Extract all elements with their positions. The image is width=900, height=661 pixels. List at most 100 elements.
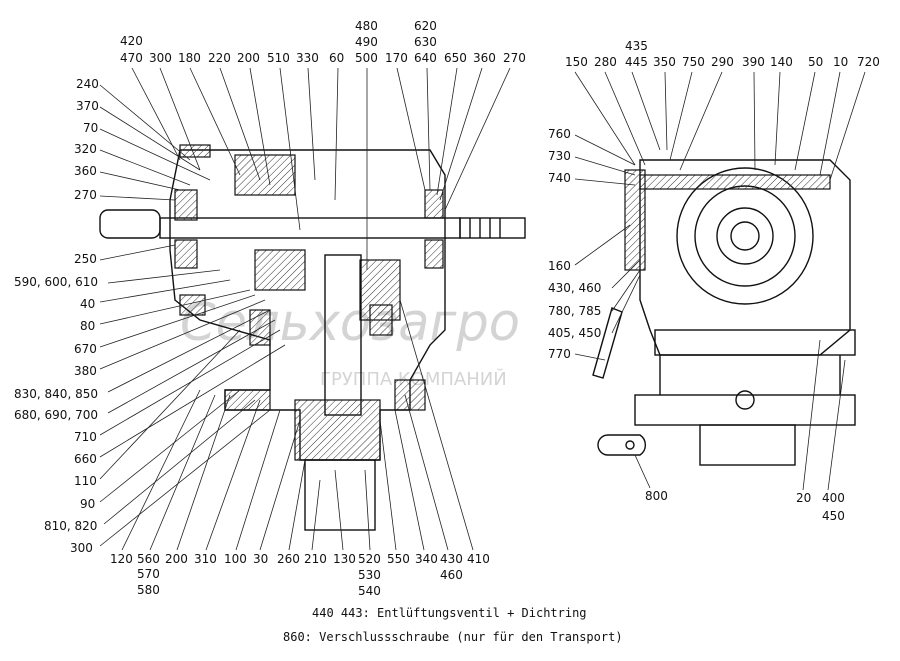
leader-line: [774, 71, 781, 166]
part-label: 810, 820: [44, 519, 97, 533]
part-label: 540: [358, 584, 381, 598]
part-label: 210: [304, 552, 327, 566]
part-label: 730: [548, 149, 571, 163]
leader-line: [611, 259, 641, 289]
gearbox-side-view: [592, 159, 856, 466]
part-label: 770: [548, 347, 571, 361]
leader-line: [604, 71, 646, 166]
leader-lines: [99, 67, 866, 551]
part-label: 510: [267, 51, 290, 65]
part-label: 40: [80, 297, 95, 311]
leader-line: [664, 71, 668, 151]
leader-line: [574, 224, 631, 266]
part-label: 520: [358, 552, 381, 566]
part-label: 250: [74, 252, 97, 266]
part-label: 200: [165, 552, 188, 566]
part-label: 560: [137, 552, 160, 566]
part-label: 620: [414, 19, 437, 33]
part-label: 120: [110, 552, 133, 566]
part-label: 400: [822, 491, 845, 505]
leader-line: [753, 71, 756, 171]
leader-line: [334, 67, 339, 201]
part-label: 630: [414, 35, 437, 49]
part-label: 60: [329, 51, 344, 65]
leader-line: [307, 67, 316, 181]
part-label: 650: [444, 51, 467, 65]
leader-line: [99, 329, 281, 436]
part-label: 480: [355, 19, 378, 33]
leader-line: [574, 134, 636, 166]
leader-line: [334, 469, 344, 551]
part-label: 445: [625, 55, 648, 69]
leader-line: [679, 71, 723, 171]
leader-line: [379, 419, 397, 551]
leader-line: [426, 67, 431, 191]
leader-line: [827, 359, 846, 491]
part-label: 110: [74, 474, 97, 488]
leader-line: [235, 409, 281, 551]
part-label: 460: [440, 568, 463, 582]
part-label: 270: [74, 188, 97, 202]
part-label: 590, 600, 610: [14, 275, 98, 289]
gearbox-section-view: [99, 144, 526, 531]
part-label: 300: [70, 541, 93, 555]
part-label: 640: [414, 51, 437, 65]
leader-line: [99, 409, 271, 547]
part-label: 430: [440, 552, 463, 566]
part-label: 720: [857, 55, 880, 69]
caption-line-2: 860: Verschlussschraube (nur für den Tra…: [283, 630, 623, 644]
leader-line: [219, 67, 261, 181]
leader-line: [311, 479, 321, 551]
leader-line: [279, 67, 301, 231]
part-label: 290: [711, 55, 734, 69]
leader-line: [121, 389, 201, 551]
leader-line: [99, 244, 176, 261]
leader-line: [819, 71, 841, 176]
leader-line: [99, 149, 191, 186]
leader-line: [404, 394, 449, 551]
leader-line: [205, 399, 261, 551]
leader-line: [396, 67, 426, 191]
part-label: 830, 840, 850: [14, 387, 98, 401]
part-label: 30: [253, 552, 268, 566]
leader-line: [99, 279, 231, 303]
part-label: 580: [137, 583, 160, 597]
leader-line: [439, 67, 483, 201]
leader-line: [99, 128, 211, 181]
part-label: 430, 460: [548, 281, 601, 295]
part-label: 800: [645, 489, 668, 503]
part-label: 360: [473, 51, 496, 65]
part-label: 405, 450: [548, 326, 601, 340]
leader-line: [259, 419, 301, 551]
leader-line: [176, 394, 231, 551]
leader-line: [611, 274, 641, 334]
part-label: 550: [387, 552, 410, 566]
leader-line: [189, 67, 241, 176]
part-label: 100: [224, 552, 247, 566]
leader-line: [829, 71, 866, 181]
leader-line: [574, 71, 636, 166]
part-label: 80: [80, 319, 95, 333]
leader-line: [99, 329, 241, 480]
part-label: 200: [237, 51, 260, 65]
leader-line: [574, 178, 636, 186]
leader-line: [99, 289, 251, 325]
caption-line-1: 440 443: Entlüftungsventil + Dichtring: [312, 606, 587, 620]
part-label: 170: [385, 51, 408, 65]
leader-line: [364, 469, 371, 551]
part-label: 50: [808, 55, 823, 69]
part-label: 780, 785: [548, 304, 601, 318]
part-label: 680, 690, 700: [14, 408, 98, 422]
leader-line: [107, 309, 271, 393]
part-label: 10: [833, 55, 848, 69]
part-label: 420: [120, 34, 143, 48]
part-label: 340: [415, 552, 438, 566]
leader-line: [99, 195, 176, 201]
part-label: 750: [682, 55, 705, 69]
part-label: 670: [74, 342, 97, 356]
part-label: 330: [296, 51, 319, 65]
leader-line: [444, 67, 511, 211]
leader-line: [107, 319, 276, 414]
part-label: 300: [149, 51, 172, 65]
